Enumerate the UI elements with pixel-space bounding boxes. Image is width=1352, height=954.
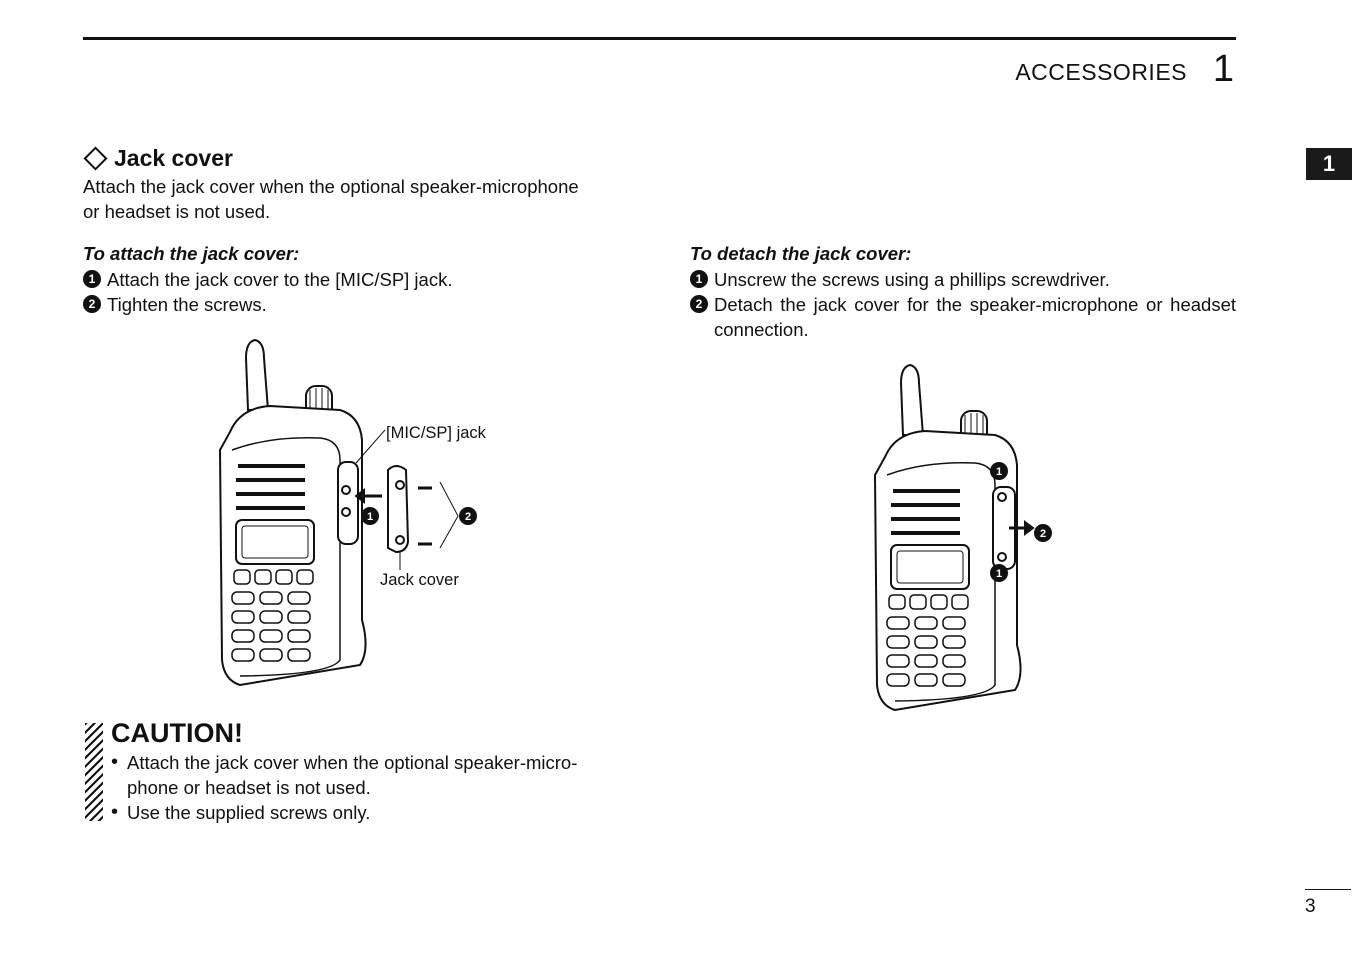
svg-text:1: 1 — [367, 511, 373, 523]
detach-step: 2 Detach the jack cover for the speaker-… — [690, 292, 1236, 342]
attach-step: 1 Attach the jack cover to the [MIC/SP] … — [83, 267, 643, 292]
header-rule — [83, 37, 1236, 40]
svg-text:1: 1 — [996, 466, 1002, 478]
caution-hatch-bar — [85, 723, 103, 821]
caution-item-text: Use the supplied screws only. — [127, 802, 371, 823]
bullet-icon: • — [111, 801, 119, 823]
attach-step: 2 Tighten the screws. — [83, 292, 643, 317]
step-number-badge: 1 — [690, 270, 708, 288]
intro-line-1: Attach the jack cover when the optional … — [83, 176, 579, 197]
caution-title: CAUTION! — [111, 718, 243, 748]
step-number-badge: 2 — [83, 295, 101, 313]
bullet-icon: • — [111, 751, 119, 773]
attach-illustration: 1 2 — [218, 338, 477, 687]
section-header-title: ACCESSORIES — [1015, 59, 1187, 85]
caution-item: • Use the supplied screws only. — [111, 800, 651, 825]
caution-item-line: Attach the jack cover when the optional … — [127, 752, 578, 773]
caution-list: • Attach the jack cover when the optiona… — [111, 750, 651, 825]
detach-step-text: Detach the jack cover for the speaker-mi… — [714, 294, 1236, 340]
detach-heading: To detach the jack cover: — [690, 243, 912, 264]
svg-text:2: 2 — [465, 511, 471, 523]
attach-step-text: Attach the jack cover to the [MIC/SP] ja… — [107, 269, 453, 290]
detach-steps: 1 Unscrew the screws using a phillips sc… — [690, 267, 1236, 342]
chapter-number: 1 — [1212, 48, 1234, 90]
step-number-badge: 2 — [690, 295, 708, 313]
step-number-badge: 1 — [83, 270, 101, 288]
svg-text:2: 2 — [1040, 528, 1046, 540]
intro-line-2: or headset is not used. — [83, 201, 271, 222]
page-number: 3 — [1305, 896, 1316, 917]
section-title: Jack cover — [83, 145, 233, 172]
intro-paragraph: Attach the jack cover when the optional … — [83, 174, 579, 224]
section-title-text: Jack cover — [114, 145, 233, 171]
page-number-rule — [1305, 889, 1351, 890]
detach-step: 1 Unscrew the screws using a phillips sc… — [690, 267, 1236, 292]
detach-illustration: 1 2 1 — [873, 363, 1052, 712]
caution-item: • Attach the jack cover when the optiona… — [111, 750, 651, 800]
caution-item-line: phone or headset is not used. — [127, 777, 371, 798]
chapter-tab: 1 — [1306, 148, 1352, 180]
callout-mic-sp-jack: [MIC/SP] jack — [386, 424, 486, 442]
caution-item-text: Attach the jack cover when the optional … — [127, 750, 577, 800]
attach-heading: To attach the jack cover: — [83, 243, 300, 264]
detach-step-text: Unscrew the screws using a phillips scre… — [714, 269, 1110, 290]
attach-steps: 1 Attach the jack cover to the [MIC/SP] … — [83, 267, 643, 317]
callout-jack-cover: Jack cover — [380, 571, 459, 589]
svg-text:1: 1 — [996, 568, 1002, 580]
diamond-icon — [83, 146, 108, 171]
attach-step-text: Tighten the screws. — [107, 294, 267, 315]
